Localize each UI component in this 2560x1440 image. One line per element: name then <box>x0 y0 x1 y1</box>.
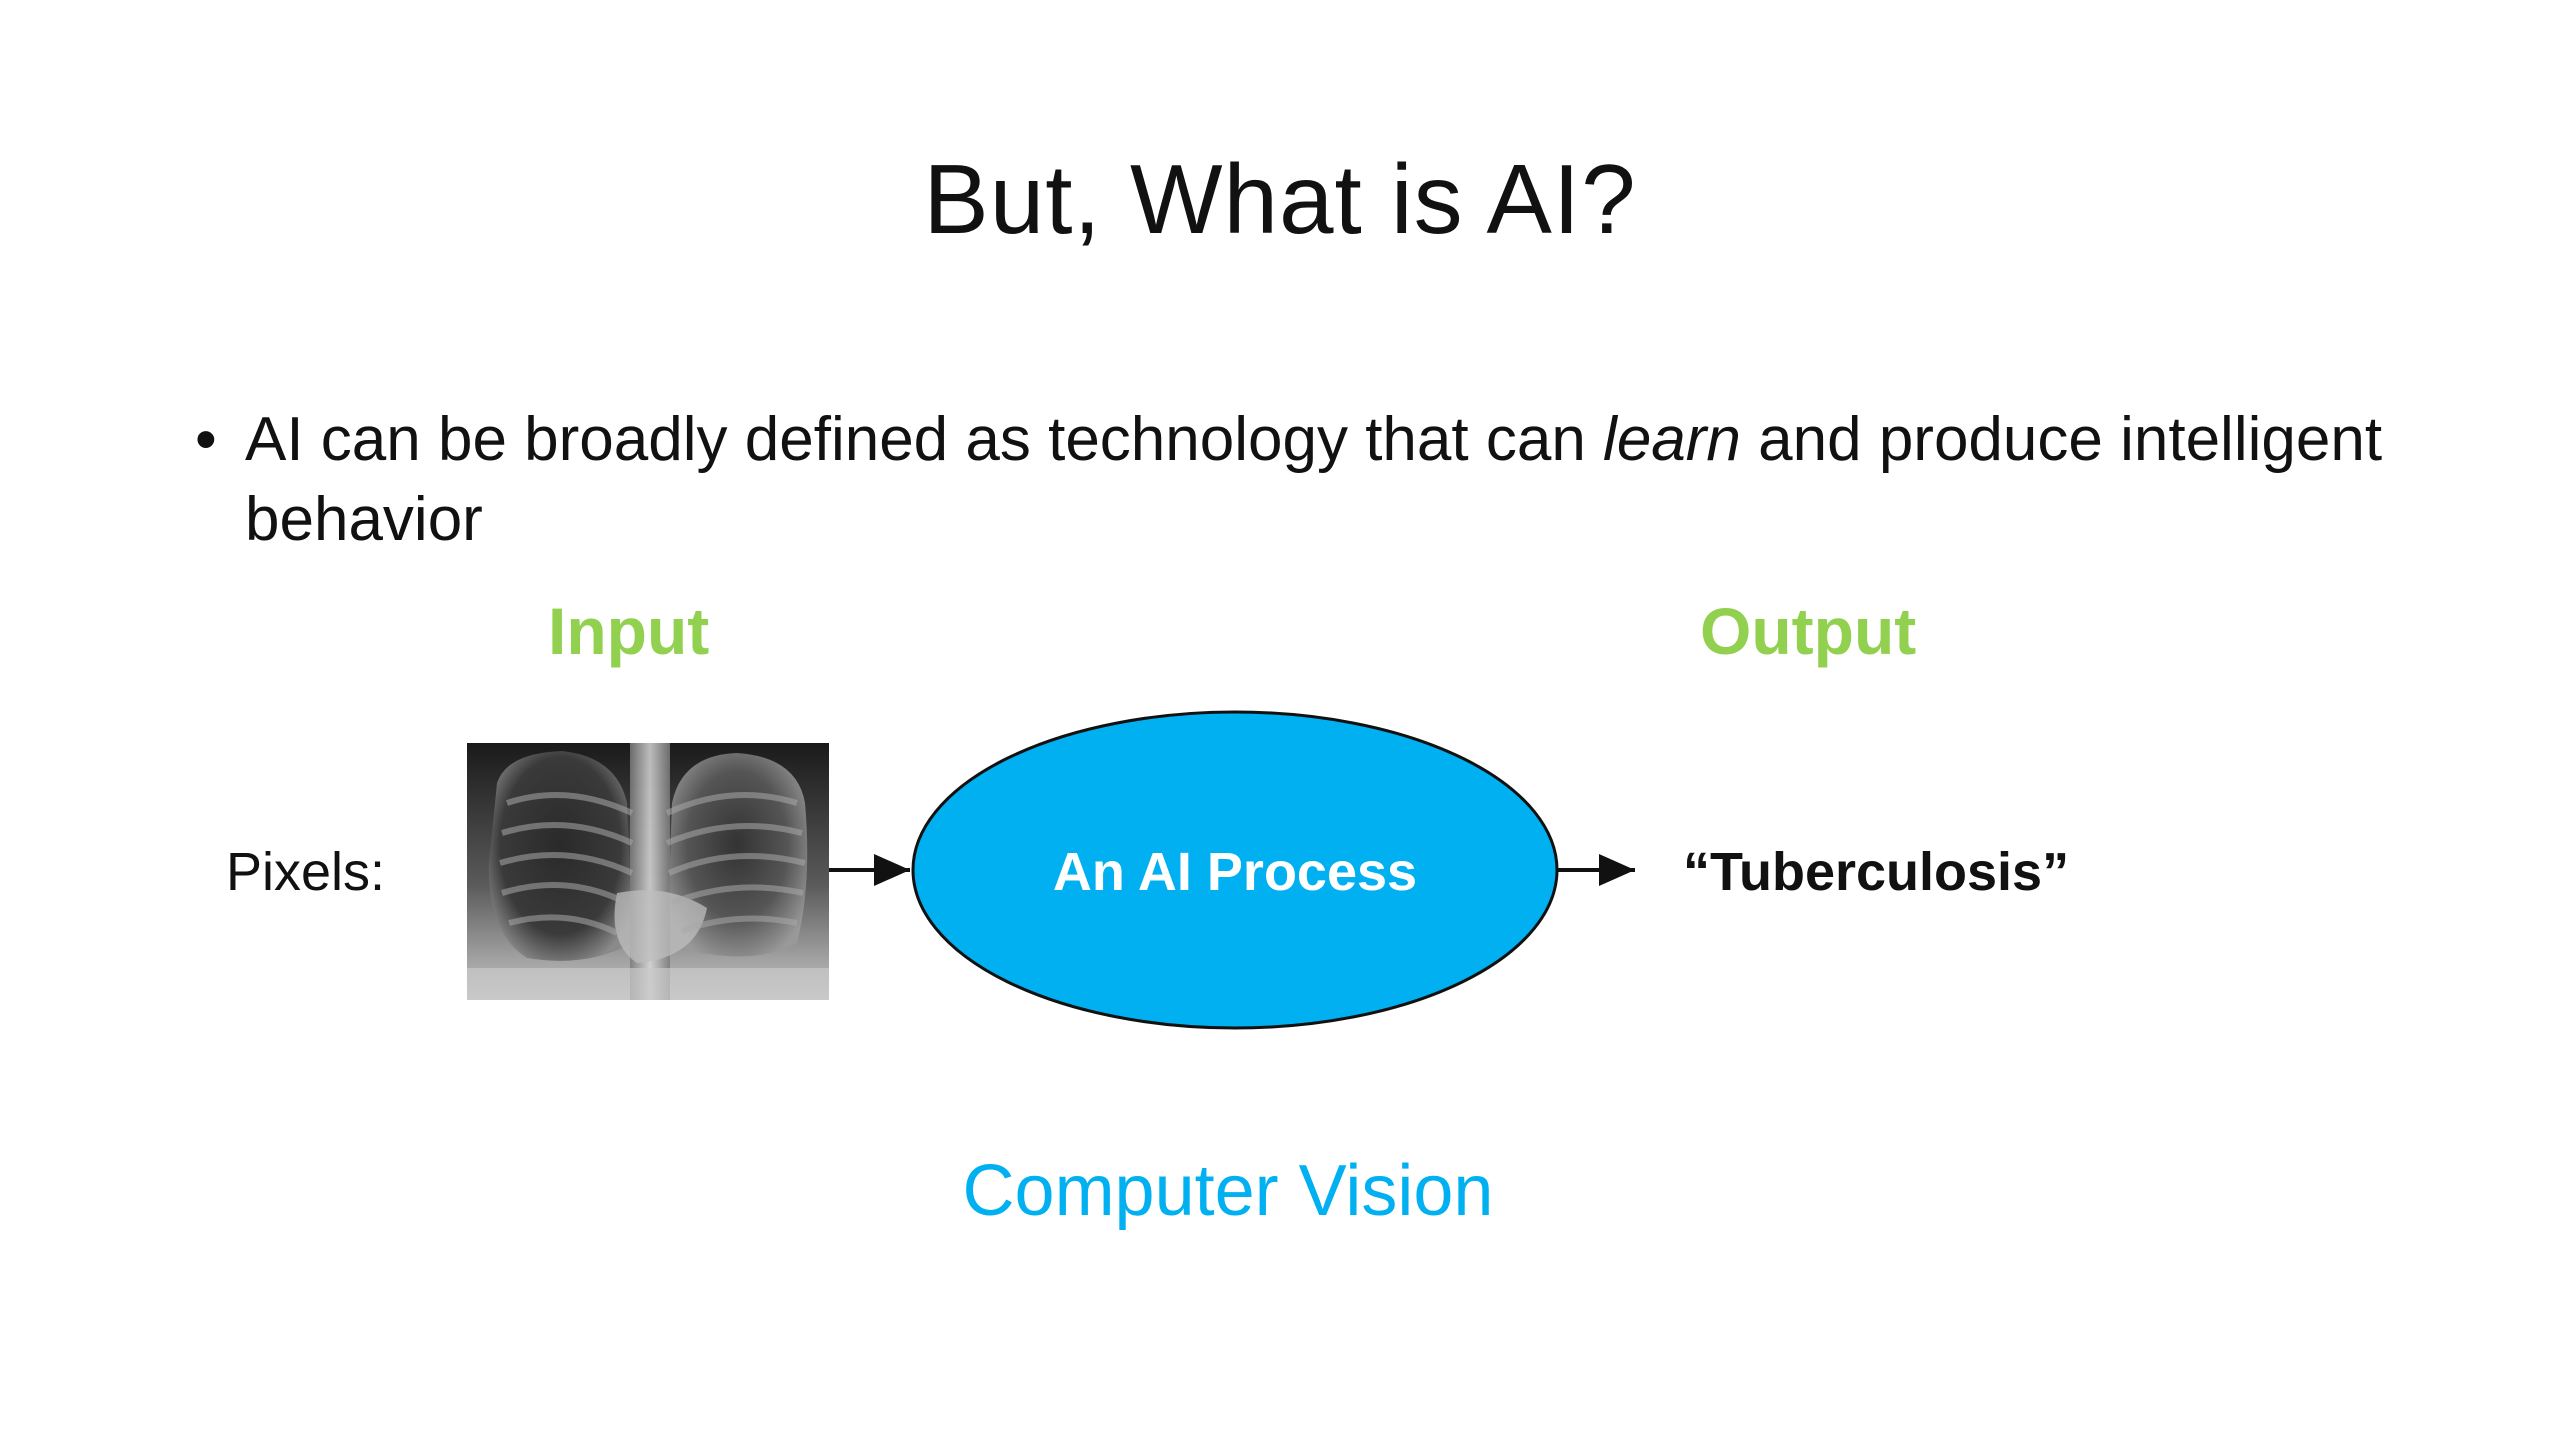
bullet-text-before: AI can be broadly defined as technology … <box>245 405 1604 474</box>
caption-computer-vision: Computer Vision <box>962 1151 1494 1231</box>
bullet-text-after: and produce intelligent behavior <box>245 405 2383 554</box>
bullet-text-emphasis: learn <box>1603 405 1741 474</box>
bullet-text: AI can be broadly defined as technology … <box>245 400 2445 560</box>
input-heading: Input <box>548 594 710 668</box>
slide-title: But, What is AI? <box>923 144 1637 254</box>
ai-process-label: An AI Process <box>1052 842 1418 902</box>
output-heading: Output <box>1700 594 1917 668</box>
output-result-label: “Tuberculosis” <box>1683 842 2070 902</box>
chest-xray-image <box>467 743 829 1000</box>
bullet-marker: • <box>195 405 217 474</box>
pixels-label: Pixels: <box>226 842 386 902</box>
